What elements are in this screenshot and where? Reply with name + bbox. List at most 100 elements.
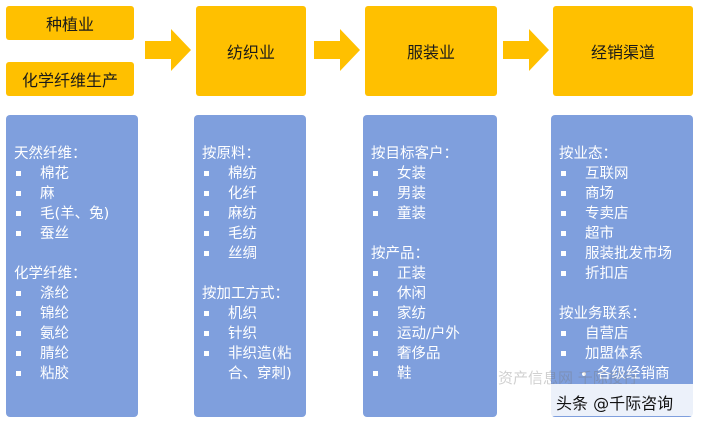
bullet <box>373 271 378 276</box>
bullet <box>561 351 566 356</box>
bullet <box>204 211 209 216</box>
bullet <box>204 231 209 236</box>
list-item: 女装 <box>371 164 497 184</box>
format-item: 互联网 <box>585 166 629 182</box>
product-item: 家纺 <box>397 306 426 322</box>
material-item: 毛纺 <box>228 226 257 242</box>
bullet <box>204 311 209 316</box>
format-item: 商场 <box>585 186 614 202</box>
bullet <box>373 331 378 336</box>
material-item: 化纤 <box>228 186 257 202</box>
bullet <box>373 191 378 196</box>
list-item: 化纤 <box>202 184 306 204</box>
panel-channels: 按业态： 互联网 商场 专卖店 超市 服装批发市场 折扣店 按业务联系： 自营店… <box>551 115 693 417</box>
list-item: 棉花 <box>14 164 138 184</box>
bullet <box>373 351 378 356</box>
bullet <box>561 231 566 236</box>
stage-textile-label: 纺织业 <box>226 43 275 62</box>
panel-textile: 按原料： 棉纺 化纤 麻纺 毛纺 丝绸 按加工方式： 机织 针织 非织造(粘 合… <box>194 115 306 417</box>
customer-item: 女装 <box>397 166 426 182</box>
bullet <box>561 191 566 196</box>
process-heading: 按加工方式： <box>202 286 289 302</box>
watermark-credit: 头条 @千际咨询 <box>548 384 696 416</box>
format-item: 折扣店 <box>585 266 629 282</box>
list-item: 非织造(粘 <box>202 344 306 364</box>
material-item: 棉纺 <box>228 166 257 182</box>
list-item: 服装批发市场 <box>559 244 693 264</box>
list-item: 蚕丝 <box>14 224 138 244</box>
list-item: 粘胶 <box>14 364 138 384</box>
material-item: 丝绸 <box>228 246 257 262</box>
list-item: 机织 <box>202 304 306 324</box>
chemical-fiber-item: 腈纶 <box>40 346 69 362</box>
bullet <box>204 171 209 176</box>
arrow-right-icon <box>314 29 360 71</box>
stage-apparel-label: 服装业 <box>406 43 455 62</box>
list-sub-item: 各级经销商 <box>559 364 693 384</box>
business-item: 自营店 <box>585 326 629 342</box>
material-item: 麻纺 <box>228 206 257 222</box>
bullet <box>373 171 378 176</box>
natural-fiber-heading: 天然纤维： <box>14 146 87 162</box>
material-heading: 按原料： <box>202 146 260 162</box>
list-item: 专卖店 <box>559 204 693 224</box>
list-item: 毛(羊、兔) <box>14 204 138 224</box>
bullet <box>16 171 21 176</box>
panel-raw-materials: 天然纤维： 棉花 麻 毛(羊、兔) 蚕丝 化学纤维： 涤纶 锦纶 氨纶 腈纶 粘… <box>6 115 138 417</box>
format-item: 超市 <box>585 226 614 242</box>
list-item: 腈纶 <box>14 344 138 364</box>
arrow-right-icon <box>145 29 191 71</box>
format-item: 专卖店 <box>585 206 629 222</box>
bullet <box>16 371 21 376</box>
chemical-fiber-item: 氨纶 <box>40 326 69 342</box>
format-heading: 按业态： <box>559 146 617 162</box>
stage-chemical-fiber-label: 化学纤维生产 <box>21 71 118 90</box>
business-heading: 按业务联系： <box>559 306 646 322</box>
list-item: 奢侈品 <box>371 344 497 364</box>
stage-apparel: 服装业 <box>365 6 497 96</box>
list-item: 涤纶 <box>14 284 138 304</box>
product-item: 鞋 <box>397 366 412 382</box>
bullet <box>561 171 566 176</box>
list-item: 鞋 <box>371 364 497 384</box>
bullet <box>16 211 21 216</box>
bullet <box>16 191 21 196</box>
natural-fiber-item: 蚕丝 <box>40 226 69 242</box>
business-sub-item: 各级经销商 <box>597 366 670 382</box>
chemical-fiber-item: 粘胶 <box>40 366 69 382</box>
list-item: 棉纺 <box>202 164 306 184</box>
bullet <box>561 211 566 216</box>
list-item: 运动/户外 <box>371 324 497 344</box>
bullet <box>16 231 21 236</box>
product-item: 奢侈品 <box>397 346 441 362</box>
watermark-credit-text: 头条 @千际咨询 <box>556 394 674 413</box>
bullet <box>204 351 209 356</box>
sub-bullet <box>582 372 586 376</box>
process-item: 非织造(粘 <box>228 346 292 362</box>
list-item: 休闲 <box>371 284 497 304</box>
bullet <box>373 311 378 316</box>
bullet <box>373 371 378 376</box>
list-item: 毛纺 <box>202 224 306 244</box>
stage-planting: 种植业 <box>6 6 134 40</box>
process-item: 机织 <box>228 306 257 322</box>
product-item: 正装 <box>397 266 426 282</box>
chemical-fiber-item: 涤纶 <box>40 286 69 302</box>
stage-chemical-fiber: 化学纤维生产 <box>6 62 134 96</box>
natural-fiber-item: 棉花 <box>40 166 69 182</box>
customer-heading: 按目标客户： <box>371 146 458 162</box>
bullet <box>16 351 21 356</box>
list-item: 家纺 <box>371 304 497 324</box>
bullet <box>16 311 21 316</box>
product-item: 运动/户外 <box>397 326 460 342</box>
chemical-fiber-heading: 化学纤维： <box>14 266 87 282</box>
bullet <box>204 251 209 256</box>
list-item: 针织 <box>202 324 306 344</box>
bullet <box>16 291 21 296</box>
product-item: 休闲 <box>397 286 426 302</box>
list-item: 氨纶 <box>14 324 138 344</box>
list-item-continuation: 合、穿刺) <box>228 366 292 382</box>
bullet <box>373 291 378 296</box>
bullet <box>561 251 566 256</box>
list-item: 正装 <box>371 264 497 284</box>
